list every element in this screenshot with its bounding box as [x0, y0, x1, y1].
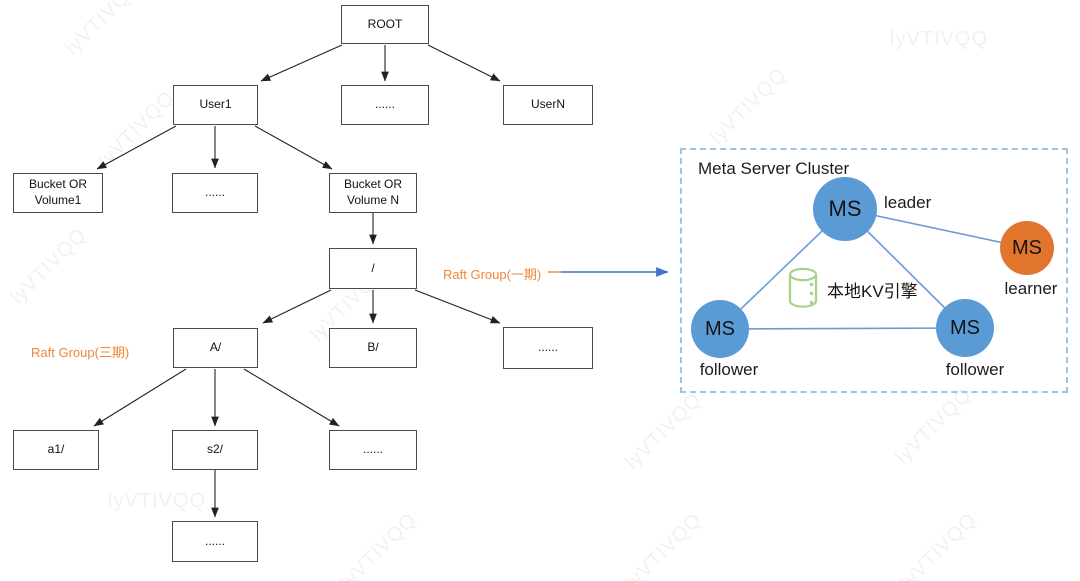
tree-node-bucket-volume1: Bucket OR Volume1	[13, 173, 103, 213]
tree-node-dir-b: B/	[329, 328, 417, 368]
tree-node-leaf-ellipsis: ......	[172, 521, 258, 562]
tree-node-dir-a1: a1/	[13, 430, 99, 470]
tree-node-bucket-volumen: Bucket OR Volume N	[329, 173, 417, 213]
tree-node-bucket-ellipsis: ......	[172, 173, 258, 213]
tree-arrows	[93, 44, 501, 518]
tree-node-users-ellipsis: ......	[341, 85, 429, 125]
role-label-follower-left: follower	[699, 360, 759, 379]
ms-node-follower-left: MS	[691, 300, 749, 358]
cluster-title: Meta Server Cluster	[698, 159, 850, 178]
role-label-follower-right: follower	[945, 360, 1005, 379]
tree-node-dir-a: A/	[173, 328, 258, 368]
meta-server-cluster-box	[680, 148, 1068, 393]
tree-node-sub-ellipsis: ......	[329, 430, 417, 470]
ms-node-leader: MS	[813, 177, 877, 241]
raft-group-phase1-label: Raft Group(一期)	[443, 267, 542, 282]
raft-group-phase3-label: Raft Group(三期)	[31, 345, 130, 360]
ms-node-learner: MS	[1000, 221, 1054, 275]
tree-node-root: ROOT	[341, 5, 429, 44]
ms-node-follower-right: MS	[936, 299, 994, 357]
tree-node-slash-root-dir: /	[329, 248, 417, 289]
role-label-learner: learner	[1004, 279, 1058, 298]
tree-node-dir-s2: s2/	[172, 430, 258, 470]
kv-engine-label: 本地KV引擎	[827, 282, 918, 301]
role-label-leader: leader	[884, 193, 932, 212]
tree-node-dir-ellipsis: ......	[503, 327, 593, 369]
tree-node-user1: User1	[173, 85, 258, 125]
database-icon	[786, 266, 820, 315]
tree-node-usern: UserN	[503, 85, 593, 125]
